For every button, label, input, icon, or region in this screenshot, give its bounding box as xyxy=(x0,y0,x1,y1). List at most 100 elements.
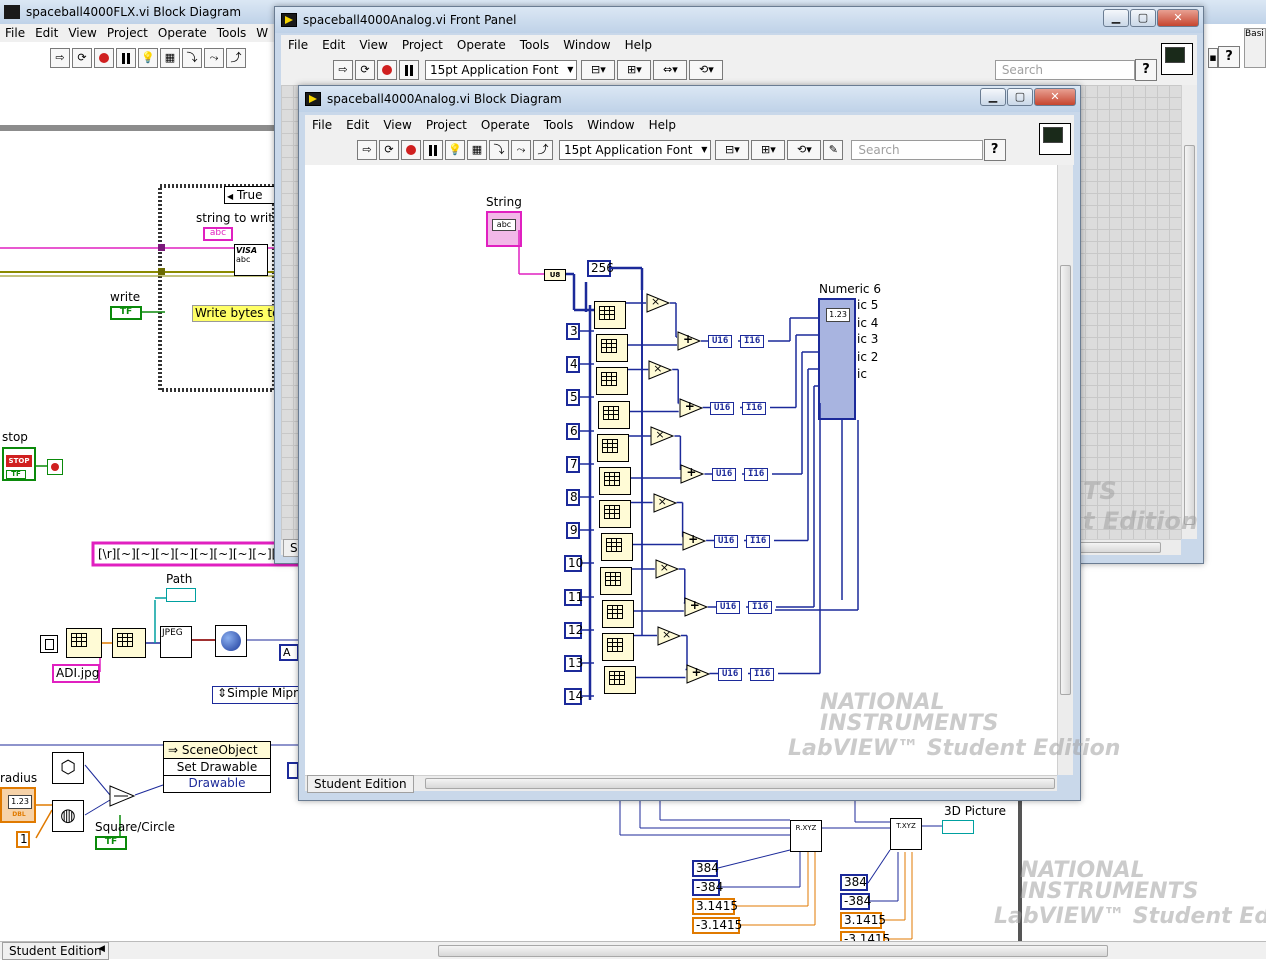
bd-menu-tools[interactable]: Tools xyxy=(543,118,574,132)
u16-conversion-node[interactable]: U16 xyxy=(716,601,741,614)
i16-conversion-node[interactable]: I16 xyxy=(746,534,771,548)
fp-help-icon[interactable]: ? xyxy=(1135,59,1157,81)
string-to-write-control[interactable]: abc xyxy=(203,227,233,241)
fp-menu-window[interactable]: Window xyxy=(563,38,611,52)
fp-search-input[interactable]: Search xyxy=(994,60,1135,80)
bd-align-icon[interactable]: ⊟▾ xyxy=(715,140,750,160)
fp-menu-help[interactable]: Help xyxy=(624,38,652,52)
add-node[interactable]: + xyxy=(677,331,702,351)
index-array-node[interactable] xyxy=(601,633,634,661)
fp-abort-icon[interactable] xyxy=(377,60,397,80)
bd-menu-edit[interactable]: Edit xyxy=(346,118,370,132)
bd-search-input[interactable]: Search xyxy=(851,140,984,160)
multiply-node[interactable]: × xyxy=(655,559,680,579)
i16-conversion-node[interactable]: I16 xyxy=(750,667,775,681)
add-node[interactable]: + xyxy=(682,530,707,551)
index-array-node[interactable] xyxy=(600,533,633,561)
simple-mipmap-constant[interactable]: ⇕Simple Mipma xyxy=(212,686,312,704)
radius-control[interactable]: 1.23 DBL xyxy=(0,787,36,823)
index-array-node[interactable] xyxy=(602,600,634,628)
bd-connector-pane-icon[interactable] xyxy=(1039,123,1071,155)
menu-operate[interactable]: Operate xyxy=(157,26,207,40)
fp-resize-icon[interactable]: ⇔▾ xyxy=(653,60,688,80)
numeric-indicator-stack[interactable]: 1.23 xyxy=(818,298,856,420)
bd-step-over-icon[interactable]: ⤳ xyxy=(511,140,531,160)
fp-connector-pane-icon[interactable] xyxy=(1161,43,1193,75)
multiply-node[interactable]: × xyxy=(648,359,673,380)
front-panel-titlebar[interactable]: spaceball4000Analog.vi Front Panel ▁ ▢ ✕ xyxy=(275,7,1203,33)
step-into-icon[interactable]: ⤵ xyxy=(182,48,202,68)
one-constant[interactable]: 1 xyxy=(16,831,30,848)
i16-conversion-node[interactable]: I16 xyxy=(742,401,767,415)
fp-reorder-icon[interactable]: ⟲▾ xyxy=(689,60,724,80)
highlight-icon[interactable]: 💡 xyxy=(138,48,158,68)
bd-menu-help[interactable]: Help xyxy=(648,118,676,132)
index-constant-7[interactable]: 7 xyxy=(566,456,580,473)
index-array-node[interactable] xyxy=(599,467,631,495)
sphere-node-icon[interactable]: ◍ xyxy=(52,800,84,832)
menu-tools[interactable]: Tools xyxy=(216,26,247,40)
diagram-maximize-button[interactable]: ▢ xyxy=(1007,88,1033,106)
close-button[interactable]: ✕ xyxy=(1157,9,1199,27)
square-circle-control[interactable]: TF xyxy=(95,836,127,850)
bd-menu-file[interactable]: File xyxy=(312,118,333,132)
index-array-node[interactable] xyxy=(603,666,636,694)
run-continuous-icon[interactable]: ⟳ xyxy=(72,48,92,68)
index-constant-13[interactable]: 13 xyxy=(564,655,583,672)
fp-menu-operate[interactable]: Operate xyxy=(456,38,506,52)
diagram-titlebar[interactable]: spaceball4000Analog.vi Block Diagram ▁ ▢… xyxy=(299,86,1080,112)
const-256[interactable]: 256 xyxy=(587,260,614,277)
i16-conversion-node[interactable]: I16 xyxy=(744,468,769,481)
loop-condition-icon[interactable] xyxy=(47,459,63,475)
i16-conversion-node[interactable]: I16 xyxy=(740,335,765,348)
txyz-node[interactable]: T.XYZ xyxy=(890,818,922,850)
const-neg384-left[interactable]: -384 xyxy=(692,879,723,896)
menu-window[interactable]: W xyxy=(256,26,269,40)
index-array-node[interactable] xyxy=(597,401,630,429)
fp-distribute-icon[interactable]: ⊞▾ xyxy=(617,60,652,80)
bd-menu-project[interactable]: Project xyxy=(425,118,467,132)
fp-menu-edit[interactable]: Edit xyxy=(322,38,346,52)
bd-run-icon[interactable]: ⇨ xyxy=(357,140,377,160)
pause-icon[interactable] xyxy=(116,48,136,68)
string-control[interactable]: abc xyxy=(486,211,522,247)
bd-step-into-icon[interactable]: ⤵ xyxy=(489,140,509,160)
back-hscroll-left-icon[interactable]: ◀ xyxy=(98,944,105,954)
run-arrow-icon[interactable]: ⇨ xyxy=(50,48,70,68)
bd-vscroll-thumb[interactable] xyxy=(1060,265,1071,695)
menu-edit[interactable]: Edit xyxy=(35,26,59,40)
bd-help-icon[interactable]: ? xyxy=(983,139,1006,161)
multiply-node[interactable]: × xyxy=(653,492,677,513)
fp-align-icon[interactable]: ⊟▾ xyxy=(581,60,616,80)
bd-menu-window[interactable]: Window xyxy=(587,118,635,132)
index-array-node[interactable] xyxy=(594,301,626,329)
minimize-button[interactable]: ▁ xyxy=(1103,9,1129,27)
bd-cleanup-icon[interactable]: ✎ xyxy=(823,140,844,160)
fp-menu-project[interactable]: Project xyxy=(401,38,443,52)
add-node[interactable]: + xyxy=(680,464,705,484)
bd-step-out-icon[interactable]: ⤴ xyxy=(533,140,553,160)
bd-run-continuous-icon[interactable]: ⟳ xyxy=(379,140,399,160)
menu-project[interactable]: Project xyxy=(106,26,148,40)
adi-jpg-constant[interactable]: ADI.jpg xyxy=(52,664,100,683)
case-selector[interactable]: ◀ True xyxy=(224,186,276,204)
step-over-icon[interactable]: ⤳ xyxy=(204,48,224,68)
step-out-icon[interactable]: ⤴ xyxy=(226,48,246,68)
const-pi-left[interactable]: 3.1415 xyxy=(692,898,738,915)
bd-hscroll[interactable] xyxy=(305,775,1057,791)
bd-highlight-icon[interactable]: 💡 xyxy=(445,140,465,160)
select-node-icon[interactable] xyxy=(108,782,136,810)
bd-vscroll[interactable] xyxy=(1057,165,1073,775)
escape-string-constant[interactable]: [\r][~][~][~][~][~][~][~][~][~][~][~] xyxy=(96,545,296,563)
index-constant-11[interactable]: 11 xyxy=(564,589,583,606)
stop-button-control[interactable]: STOP TF xyxy=(2,447,36,481)
index-array-node[interactable] xyxy=(596,334,628,362)
maximize-button[interactable]: ▢ xyxy=(1130,9,1156,27)
cube-node-icon[interactable]: ⬡ xyxy=(52,752,84,784)
index-constant-14[interactable]: 14 xyxy=(564,688,583,705)
index-constant-10[interactable]: 10 xyxy=(564,555,583,572)
fp-menu-view[interactable]: View xyxy=(359,38,388,52)
abort-icon[interactable] xyxy=(94,48,114,68)
const-pi-right[interactable]: 3.1415 xyxy=(840,912,886,929)
index-constant-5[interactable]: 5 xyxy=(566,389,580,406)
